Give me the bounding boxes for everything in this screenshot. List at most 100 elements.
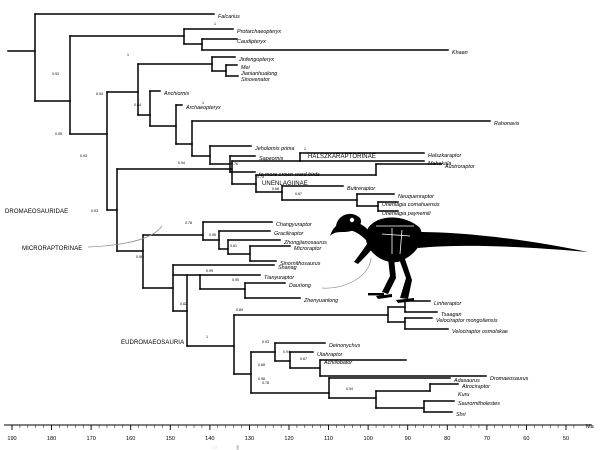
taxon-label-sinornithosaurus: Sinornithosaurus: [280, 261, 321, 267]
clade-label-halszkaraptorinae: HALSZKARAPTORINAE: [308, 154, 376, 160]
axis-tick-label: 170: [86, 436, 95, 442]
support-value: 0.94: [178, 161, 185, 165]
support-value: 0.93: [91, 209, 98, 213]
support-value: 0.82: [180, 302, 187, 306]
axis-tick-label: 90: [405, 436, 411, 442]
support-value: 1: [304, 147, 306, 151]
axis-tick-label: 140: [205, 436, 214, 442]
taxon-labels: FalcariusProtarchaeopteryxCaudipteryxKha…: [163, 14, 529, 418]
support-value: 0.76: [231, 162, 238, 166]
tree-branches: [7, 13, 491, 413]
clade-labels: HALSZKARAPTORINAE UNENLAGIINAE DROMAEOSA…: [5, 154, 376, 346]
scale-mark-solid: ▮: [236, 445, 239, 450]
axis-tick-label: 190: [7, 436, 16, 442]
taxon-label-jianianhualong: Jianianhualong: [240, 71, 277, 77]
clade-label-eudromaeosauria: EUDROMAEOSAURIA: [121, 340, 184, 346]
support-value: 0.95: [55, 132, 62, 136]
support-value: 0.93: [52, 72, 59, 76]
leader-lines: [87, 225, 372, 289]
scale-bar: [368, 293, 384, 296]
support-value: 0.84: [134, 103, 141, 107]
axis-tick-label: 180: [47, 436, 56, 442]
taxon-label-dromaeosaurus: Dromaeosaurus: [490, 376, 529, 382]
taxon-label-halszkaraptor: Halszkaraptor: [428, 153, 461, 159]
axis-tick-label: 60: [523, 436, 529, 442]
axis-tick-label: 110: [324, 436, 333, 442]
taxon-label-sinovenator: Sinovenator: [241, 77, 270, 83]
support-value: 1: [214, 22, 216, 26]
support-value: 0.96: [209, 233, 216, 237]
taxon-label-zhenyuanlong: Zhenyuanlong: [303, 298, 338, 304]
taxon-label-saurornitholestes: Saurornitholestes: [458, 401, 500, 407]
taxon-label-falcarius: Falcarius: [218, 14, 240, 20]
taxon-label-unenlagia-paynemili: Unenlagia paynemili: [382, 211, 431, 217]
taxon-label-graciliraptor: Graciliraptor: [274, 231, 304, 237]
taxon-label-jinfengopteryx: Jinfengopteryx: [238, 57, 274, 63]
taxon-label-tianyuraptor: Tianyuraptor: [264, 275, 294, 281]
taxon-label-utahraptor: Utahraptor: [317, 352, 343, 358]
taxon-label-neuquenraptor: Neuquenraptor: [398, 194, 434, 200]
taxon-label-rahonavis: Rahonavis: [494, 121, 520, 127]
support-value: 0.75: [257, 175, 264, 179]
taxon-label-shanag: Shanag: [278, 265, 297, 271]
support-value: 0.78: [262, 381, 269, 385]
clade-label-unenlagiinae: UNENLAGIINAE: [262, 181, 308, 187]
taxon-label-changyuraptor: Changyuraptor: [276, 222, 312, 228]
axis-tick-label: 160: [126, 436, 135, 442]
support-value: 0.67: [295, 192, 302, 196]
taxon-label-jeholornis-prima: Jeholornis prima: [254, 146, 295, 152]
clade-label-dromaeosauridae: DROMAEOSAURIDAE: [5, 209, 68, 215]
scale-bar-marks: ▮ ▭: [212, 445, 239, 450]
taxon-label-zhongjianosaurus: Zhongjianosaurus: [283, 240, 327, 246]
axis-tick-label: 100: [363, 436, 372, 442]
support-value: 0.96: [136, 255, 143, 259]
taxon-label-unenlagia-comahuensis: Unenlagia comahuensis: [382, 202, 440, 208]
axis-tick-label: 130: [245, 436, 254, 442]
clade-label-microraptorinae: MICRORAPTORINAE: [22, 246, 82, 252]
taxon-label-microraptor: Microraptor: [294, 246, 321, 252]
taxon-label-anchiornis: Anchiornis: [163, 91, 189, 97]
taxon-label-sapeornis: Sapeornis: [259, 156, 284, 162]
taxon-label-shri: Shri: [456, 412, 466, 418]
support-value: 0.94: [96, 92, 103, 96]
support-value: 0.98: [258, 377, 265, 381]
dinosaur-leader-line: [321, 257, 372, 289]
taxon-label-protarchaeopteryx: Protarchaeopteryx: [237, 29, 281, 35]
taxon-label-buitreraptor: Buitreraptor: [347, 186, 375, 192]
taxon-label-khaan: Khaan: [452, 50, 468, 56]
support-values: 1 0.93 1 0.93 0.94 0.84 1 0.76 0.95 0.94 1 0.75 0.68…: [52, 22, 353, 391]
axis-tick-label: 120: [284, 436, 293, 442]
taxon-label-velociraptor-osmolskae: Velociraptor osmolskae: [452, 329, 508, 335]
axis-tick-label: 80: [444, 436, 450, 442]
taxon-label-velociraptor-mongoliensis: Velociraptor mongoliensis: [436, 318, 498, 324]
taxon-label-adasaurus: Adasaurus: [453, 378, 480, 384]
taxon-label-mei: Mei: [241, 65, 250, 71]
support-value: 0.68: [272, 187, 279, 191]
taxon-label-archaeopteryx: Archaeopteryx: [185, 105, 221, 111]
support-value: 1: [127, 53, 129, 57]
taxon-label-caudipteryx: Caudipteryx: [237, 39, 266, 45]
axis-tick-label: 50: [563, 436, 569, 442]
taxon-label-deinonychus: Deinonychus: [329, 343, 360, 349]
support-value: 0.61: [230, 244, 237, 248]
support-value: 1: [202, 101, 204, 105]
support-value: 0.89: [236, 308, 243, 312]
axis-tick-label: 150: [166, 436, 175, 442]
support-value: 0.67: [300, 357, 307, 361]
taxon-label-atrociraptor: Atrociraptor: [461, 384, 490, 390]
taxon-label-tsaagan: Tsaagan: [441, 312, 461, 318]
support-value: 0.94: [346, 387, 353, 391]
taxon-label-mahakala: Mahakala: [428, 161, 451, 167]
taxon-label-linheraptor: Linheraptor: [434, 301, 461, 307]
support-value: 0.68: [258, 363, 265, 367]
support-value: 0.93: [262, 340, 269, 344]
taxon-label-dauriong: Dauriong: [289, 283, 311, 289]
support-value: 0.78: [185, 221, 192, 225]
taxon-label-to-more-crown-ward-birds: to more crown-ward birds: [259, 172, 320, 178]
axis-unit-label: Ma: [586, 424, 595, 430]
support-value: 0.99: [206, 269, 213, 273]
taxon-label-kuru: Kuru: [458, 392, 469, 398]
support-value: 1: [206, 335, 208, 339]
dinosaur-illustration: [330, 213, 588, 303]
